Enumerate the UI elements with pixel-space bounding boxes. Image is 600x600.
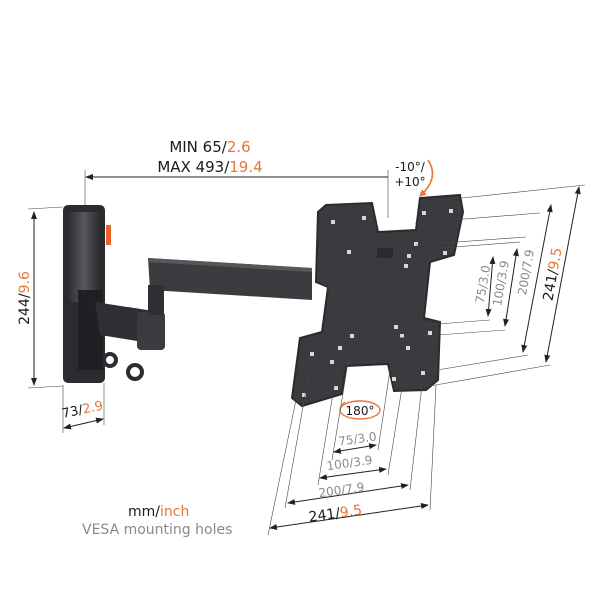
vesa-horizontal-dimensions: 75/3.0 100/3.9 200/7.9 241/9.5 bbox=[267, 329, 437, 536]
vesa-v-241-label: 241/9.5 bbox=[541, 246, 566, 302]
rotate-arrow-icon bbox=[340, 401, 346, 407]
wall-plate-height-dimension: 244/9.6 bbox=[17, 206, 64, 389]
legend: mm/inch VESA mounting holes bbox=[82, 504, 232, 538]
legend-caption: VESA mounting holes bbox=[82, 522, 232, 538]
orange-tab bbox=[106, 225, 111, 245]
vesa-h-241-label: 241/9.5 bbox=[308, 502, 363, 525]
tilt-indicator: -10°/ +10° bbox=[394, 159, 434, 197]
max-depth-label: MAX 493/19.4 bbox=[157, 158, 262, 176]
min-depth-label: MIN 65/2.6 bbox=[169, 138, 250, 156]
wall-plate-depth-dimension: 73/2.9 bbox=[61, 383, 105, 433]
wall-plate-height-label: 244/9.6 bbox=[17, 271, 33, 325]
vesa-h-100-label: 100/3.9 bbox=[326, 453, 374, 473]
rotation-label: 180° bbox=[346, 404, 375, 418]
swivel-arm bbox=[95, 258, 312, 381]
vesa-v-75-label: 75/3.0 bbox=[473, 264, 493, 304]
tilt-arrow-icon bbox=[419, 159, 434, 197]
vesa-h-200-label: 200/7.9 bbox=[318, 480, 366, 500]
vesa-v-200-label: 200/7.9 bbox=[515, 248, 537, 296]
rotation-indicator: 180° bbox=[339, 400, 381, 420]
tilt-label-up: -10°/ bbox=[395, 160, 426, 174]
vesa-h-75-label: 75/3.0 bbox=[337, 429, 377, 448]
wall-plate-depth-label: 73/2.9 bbox=[61, 399, 105, 422]
depth-range-dimension: MIN 65/2.6 MAX 493/19.4 bbox=[84, 138, 389, 218]
tilt-label-down: +10° bbox=[394, 175, 425, 189]
legend-units: mm/inch bbox=[128, 504, 189, 520]
tv-mounting-plate bbox=[290, 193, 465, 408]
